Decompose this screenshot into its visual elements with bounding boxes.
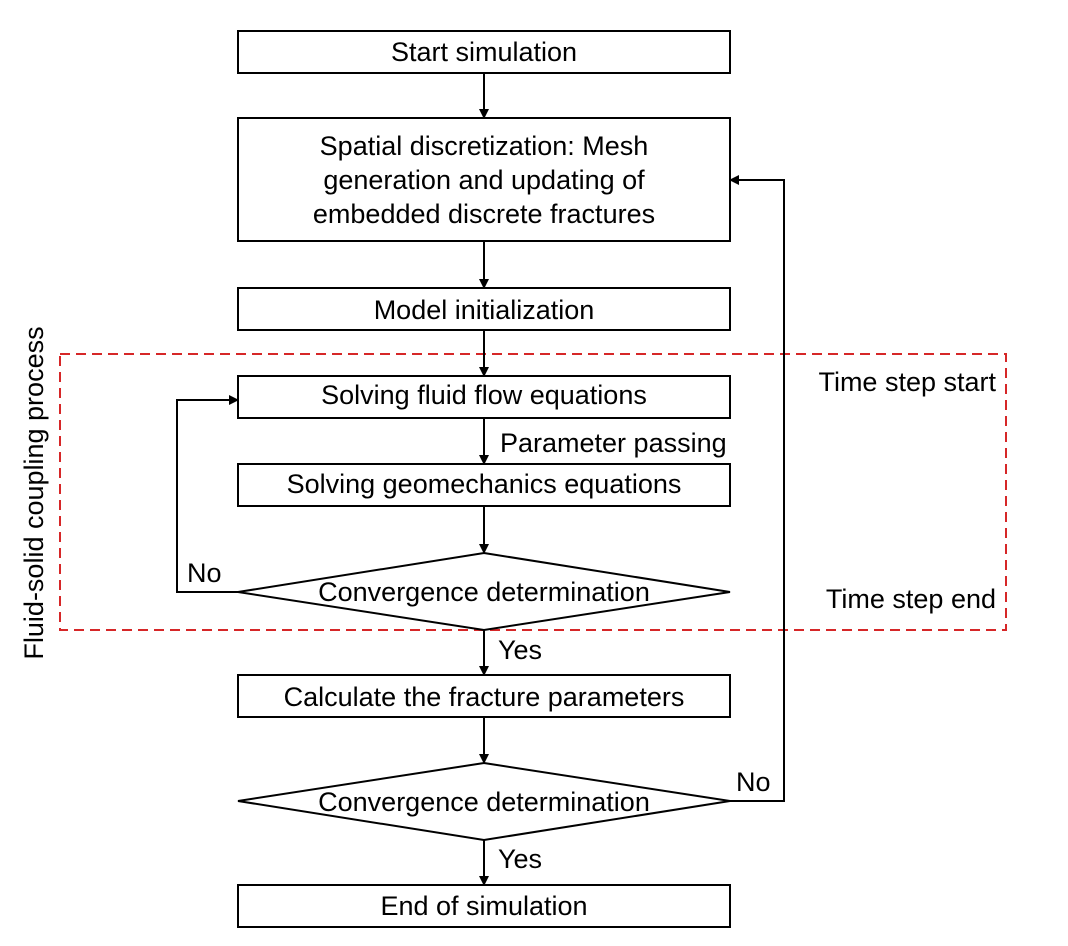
- coupling-region-border: [59, 353, 1007, 631]
- start-node-label: Start simulation: [391, 37, 577, 67]
- spatial-discretization-line2: generation and updating of: [323, 165, 645, 195]
- convergence-2-label: Convergence determination: [318, 787, 650, 817]
- solve-fluid-label: Solving fluid flow equations: [321, 380, 647, 410]
- end-node: [237, 884, 731, 928]
- model-initialization-label: Model initialization: [374, 295, 595, 325]
- solve-fluid-node: [237, 375, 731, 419]
- spatial-discretization-line3: embedded discrete fractures: [313, 199, 655, 229]
- calculate-fracture-node: [237, 674, 731, 718]
- calculate-fracture-label: Calculate the fracture parameters: [284, 682, 685, 712]
- model-initialization-node: [237, 287, 731, 331]
- time-step-end-label: Time step end: [826, 584, 996, 614]
- yes-inner-label: Yes: [498, 635, 542, 665]
- spatial-discretization-line1: Spatial discretization: Mesh: [320, 131, 649, 161]
- convergence-1-label: Convergence determination: [318, 577, 650, 607]
- start-node: [237, 30, 731, 74]
- no-loop-conv1-to-fluid: [176, 395, 239, 593]
- no-loop-conv2-to-spatial: [729, 175, 785, 802]
- yes-outer-label: Yes: [498, 844, 542, 874]
- coupling-region-label: Fluid-solid coupling process: [19, 326, 49, 659]
- no-inner-label: No: [187, 558, 222, 588]
- parameter-passing-label: Parameter passing: [500, 428, 727, 458]
- end-node-label: End of simulation: [380, 891, 587, 921]
- no-outer-label: No: [736, 767, 771, 797]
- solve-geomechanics-label: Solving geomechanics equations: [287, 469, 682, 499]
- time-step-start-label: Time step start: [818, 367, 996, 397]
